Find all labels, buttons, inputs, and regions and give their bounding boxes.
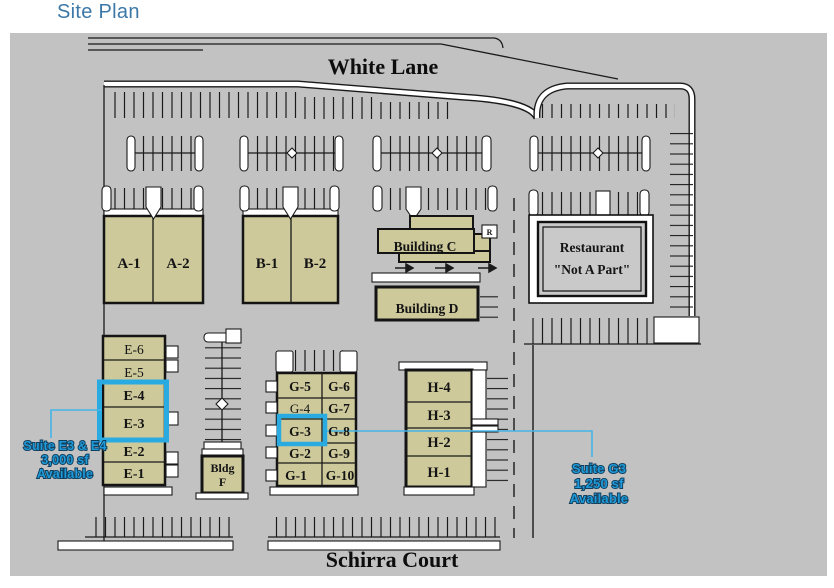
unit-label-a2: A-2 (166, 256, 189, 272)
unit-label-h1: H-1 (427, 465, 450, 481)
unit-label-g8: G-8 (328, 424, 350, 439)
street-label-schirra-court: Schirra Court (326, 547, 459, 572)
restaurant-not-a-part-label: "Not A Part" (554, 262, 630, 277)
white-lane-road-lines (88, 37, 619, 80)
building-f-area (195, 328, 249, 500)
building-a (101, 185, 205, 305)
unit-label-g9: G-9 (328, 446, 350, 461)
restaurant-building (528, 189, 654, 304)
unit-label-g7: G-7 (328, 401, 350, 416)
unit-label-e1: E-1 (124, 467, 145, 482)
parking-marker-icon (286, 147, 298, 159)
unit-label-e3: E-3 (124, 417, 145, 432)
top-parking-combs (108, 92, 675, 119)
page-title: Site Plan (57, 1, 140, 23)
callout-e-line2: 3,000 sf (41, 453, 89, 467)
unit-label-h3: H-3 (427, 408, 450, 424)
building-f-label-line2: F (219, 475, 226, 489)
unit-label-e6: E-6 (124, 342, 144, 357)
sidewalk-bands (104, 80, 696, 316)
callout-e-line3: Available (37, 467, 93, 481)
trash-enclosure-box (481, 224, 498, 239)
building-h (398, 361, 508, 496)
entry-marker-icon (145, 186, 162, 221)
east-parking-column (524, 126, 701, 345)
unit-label-g6: G-6 (328, 379, 350, 394)
unit-label-g2: G-2 (289, 446, 311, 461)
callout-e-line1: Suite E3 & E4 (23, 439, 106, 453)
restaurant-label: Restaurant (560, 240, 625, 255)
unit-label-b2: B-2 (304, 256, 327, 272)
r-box-label: R (487, 228, 493, 237)
schirra-court-parking (57, 517, 501, 551)
unit-label-g10: G-10 (326, 468, 355, 483)
unit-label-g5: G-5 (289, 379, 311, 394)
callout-g-line1: Suite G3 (572, 461, 626, 476)
building-d-label: Building D (396, 301, 459, 316)
unit-label-e5: E-5 (124, 365, 144, 380)
unit-label-e2: E-2 (124, 445, 145, 460)
building-f-label-line1: Bldg (210, 461, 234, 475)
highlight-suite-e3-e4[interactable] (97, 379, 169, 443)
flow-arrow-icons (395, 262, 498, 274)
unit-label-g4: G-4 (290, 401, 311, 416)
building-e (101, 334, 179, 496)
unit-label-g1: G-1 (285, 468, 307, 483)
building-b (239, 185, 340, 305)
unit-label-h2: H-2 (427, 435, 450, 451)
unit-label-g3: G-3 (289, 424, 311, 439)
callout-g-line2: 1,250 sf (574, 476, 624, 491)
highlight-suite-g3[interactable] (276, 413, 328, 447)
unit-label-a1: A-1 (117, 256, 140, 272)
callout-g-line3: Available (570, 491, 628, 506)
entry-marker-icon (282, 186, 299, 221)
unit-label-h4: H-4 (427, 380, 450, 396)
callout-line-e (50, 409, 102, 438)
street-label-white-lane: White Lane (328, 54, 439, 79)
callout-line-g (327, 430, 593, 457)
entry-marker-icon (595, 190, 611, 218)
building-f (200, 454, 245, 495)
building-c-label: Building C (394, 239, 457, 254)
building-d (371, 272, 498, 322)
unit-label-b1: B-1 (256, 256, 279, 272)
parking-marker-icon (431, 147, 443, 159)
parking-marker-icon (215, 397, 229, 411)
building-g (265, 350, 359, 496)
entry-marker-icon (405, 186, 422, 221)
unit-label-e4: E-4 (124, 389, 145, 404)
building-c (372, 185, 498, 263)
parking-marker-icon (592, 147, 604, 159)
center-parking-row (126, 135, 651, 172)
